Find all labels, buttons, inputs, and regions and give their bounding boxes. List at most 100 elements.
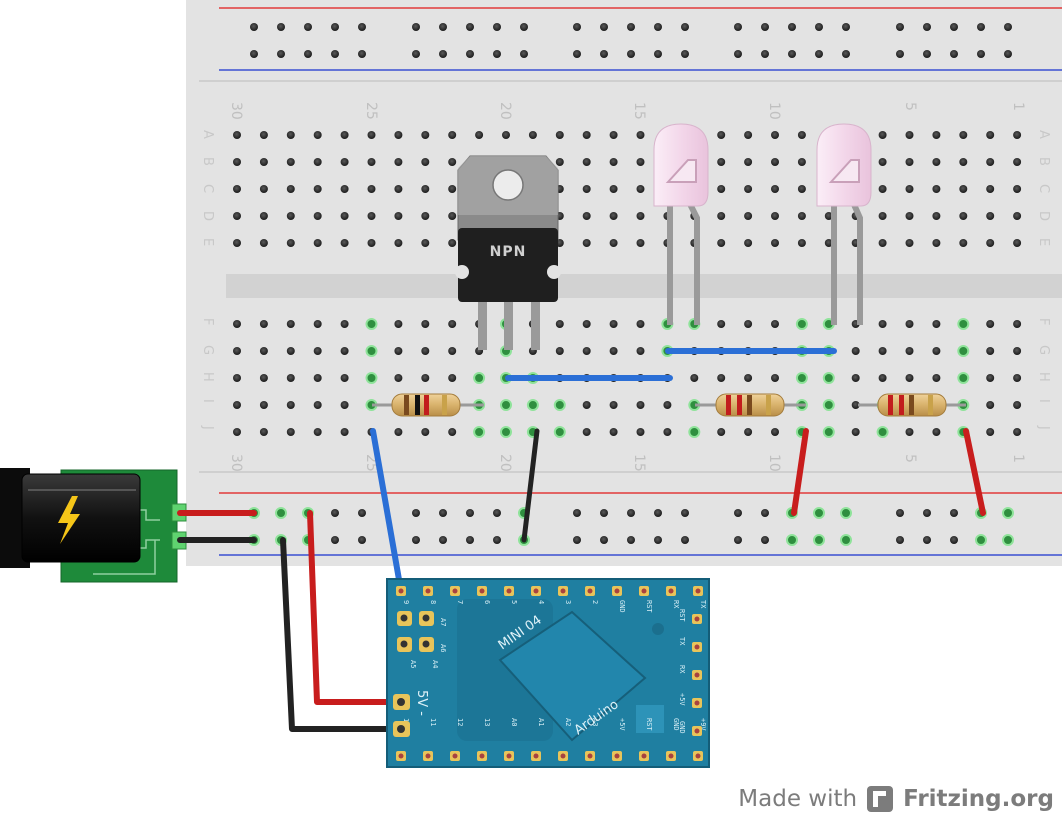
hole-connected[interactable] [553,426,566,438]
rail-hole[interactable] [600,23,608,31]
rail-hole[interactable] [654,536,662,544]
rail-hole[interactable] [466,509,474,517]
hole[interactable] [771,212,779,220]
hole[interactable] [367,212,376,220]
hole[interactable] [582,185,591,193]
hole-connected[interactable] [795,318,808,330]
rail-hole[interactable] [681,536,689,544]
hole[interactable] [421,158,430,166]
hole[interactable] [259,401,268,409]
rail-hole[interactable] [734,23,742,31]
hole[interactable] [905,158,914,166]
hole[interactable] [905,239,914,247]
hole[interactable] [313,320,322,328]
rail-hole[interactable] [923,509,931,517]
hole[interactable] [259,212,268,220]
hole[interactable] [878,185,887,193]
hole[interactable] [771,374,779,382]
hole[interactable] [636,401,645,409]
hole[interactable] [878,158,887,166]
hole[interactable] [878,212,887,220]
hole[interactable] [878,131,887,139]
hole[interactable] [448,428,457,436]
hole[interactable] [340,428,349,436]
hole[interactable] [421,374,430,382]
hole[interactable] [932,320,941,328]
hole[interactable] [233,131,241,139]
hole[interactable] [905,428,914,436]
hole[interactable] [609,401,618,409]
rail-hole[interactable] [734,536,742,544]
hole[interactable] [636,347,645,355]
hole-connected[interactable] [957,318,970,330]
hole[interactable] [286,374,295,382]
rail-hole[interactable] [654,50,662,58]
hole[interactable] [259,428,268,436]
hole[interactable] [421,185,430,193]
hole[interactable] [313,401,322,409]
hole[interactable] [986,374,995,382]
hole[interactable] [636,185,645,193]
hole[interactable] [771,320,779,328]
rail-hole[interactable] [734,50,742,58]
hole[interactable] [986,212,995,220]
hole[interactable] [932,212,941,220]
hole[interactable] [340,212,349,220]
hole[interactable] [986,347,995,355]
rail-hole[interactable] [358,23,366,31]
rail-hole-connected[interactable] [786,534,798,546]
hole[interactable] [771,158,779,166]
hole[interactable] [259,239,268,247]
hole[interactable] [797,131,806,139]
rail-hole[interactable] [358,536,366,544]
hole[interactable] [905,131,914,139]
hole[interactable] [367,131,376,139]
fritzing-brand-link[interactable]: Fritzing.org [903,786,1054,812]
hole[interactable] [717,374,726,382]
hole[interactable] [394,131,403,139]
rail-hole[interactable] [466,536,474,544]
hole[interactable] [555,347,564,355]
hole[interactable] [582,320,591,328]
hole[interactable] [286,212,295,220]
hole[interactable] [959,185,968,193]
hole[interactable] [959,158,968,166]
hole[interactable] [636,131,645,139]
hole[interactable] [367,185,376,193]
rail-hole[interactable] [412,509,420,517]
hole[interactable] [797,212,806,220]
hole[interactable] [744,185,753,193]
hole[interactable] [286,158,295,166]
hole[interactable] [1013,347,1022,355]
hole-connected[interactable] [822,372,835,384]
rail-hole[interactable] [331,23,339,31]
hole[interactable] [340,401,349,409]
hole[interactable] [313,428,322,436]
rail-hole[interactable] [439,509,447,517]
hole[interactable] [259,347,268,355]
rail-hole[interactable] [493,23,501,31]
hole[interactable] [717,239,726,247]
rail-hole[interactable] [761,536,769,544]
hole[interactable] [421,320,430,328]
rail-hole[interactable] [493,50,501,58]
hole[interactable] [475,131,484,139]
hole[interactable] [233,374,241,382]
hole[interactable] [1013,212,1022,220]
rail-hole[interactable] [600,509,608,517]
hole[interactable] [233,428,241,436]
hole[interactable] [824,239,833,247]
rail-hole[interactable] [923,536,931,544]
hole[interactable] [905,185,914,193]
hole[interactable] [502,131,510,139]
rail-hole[interactable] [412,536,420,544]
hole[interactable] [609,347,618,355]
hole[interactable] [394,374,403,382]
rail-hole[interactable] [439,50,447,58]
hole[interactable] [959,239,968,247]
rail-hole[interactable] [331,50,339,58]
hole[interactable] [636,320,645,328]
rail-hole-connected[interactable] [813,534,825,546]
rail-hole[interactable] [439,536,447,544]
hole[interactable] [340,347,349,355]
